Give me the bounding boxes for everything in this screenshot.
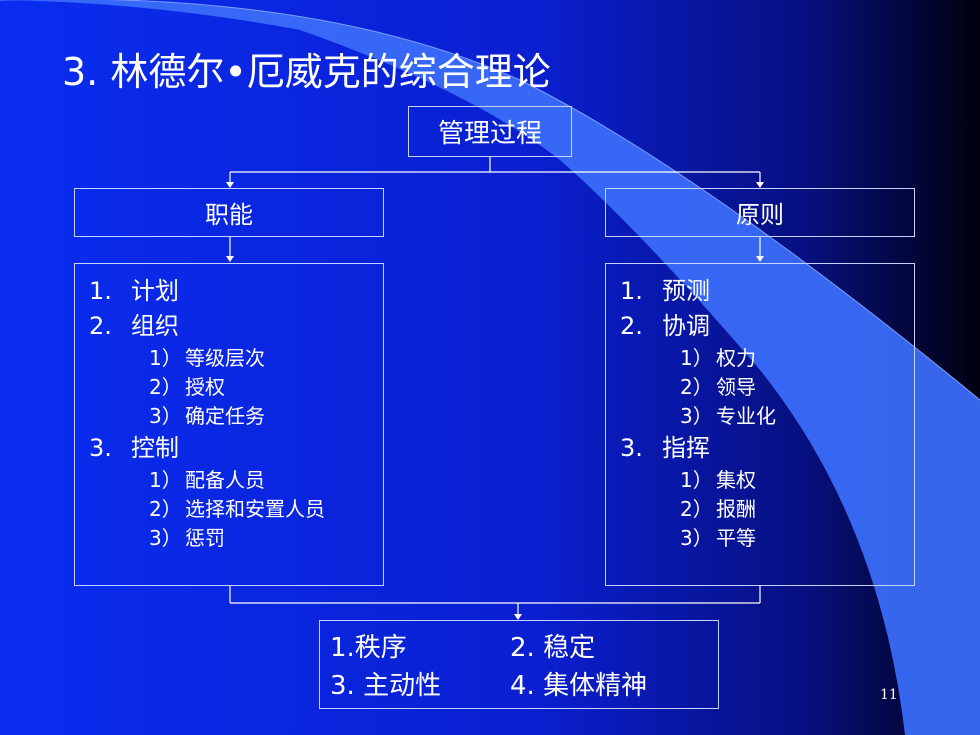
- list-item: 2.组织: [89, 312, 179, 340]
- sub-list-item: 2）领导: [680, 375, 756, 399]
- sub-list-item: 2）选择和安置人员: [149, 497, 325, 521]
- list-item: 1.预测: [620, 277, 710, 305]
- root-node-label: 管理过程: [437, 119, 542, 149]
- outcome-item: 3. 主动性: [330, 671, 442, 701]
- sub-list-item: 1）配备人员: [149, 468, 265, 492]
- sub-list-item: 3）惩罚: [149, 526, 225, 550]
- right-header-label: 原则: [736, 201, 784, 229]
- outcome-row: 1.秩序 2. 稳定: [330, 629, 718, 667]
- list-item: 1.计划: [89, 277, 179, 305]
- sub-list-item: 2）授权: [149, 375, 225, 399]
- outcome-item: 2. 稳定: [510, 633, 596, 663]
- sub-list-item: 2）报酬: [680, 497, 756, 521]
- left-header-box: 职能: [74, 188, 384, 237]
- outcome-row: 3. 主动性 4. 集体精神: [330, 667, 718, 705]
- outcome-item: 4. 集体精神: [510, 671, 648, 701]
- sub-list-item: 3）确定任务: [149, 404, 265, 428]
- root-node-box: 管理过程: [408, 106, 572, 157]
- functions-list-box: 1.计划 2.组织 1）等级层次 2）授权 3）确定任务 3.控制 1）配备人员…: [74, 263, 384, 586]
- slide-title: 3. 林德尔•厄威克的综合理论: [62, 50, 551, 94]
- left-header-label: 职能: [205, 201, 253, 229]
- principles-list-box: 1.预测 2.协调 1）权力 2）领导 3）专业化 3.指挥 1）集权 2）报酬…: [605, 263, 915, 586]
- sub-list-item: 1）权力: [680, 346, 756, 370]
- outcomes-box: 1.秩序 2. 稳定 3. 主动性 4. 集体精神: [319, 620, 719, 709]
- sub-list-item: 1）等级层次: [149, 346, 265, 370]
- list-item: 3.控制: [89, 434, 179, 462]
- sub-list-item: 1）集权: [680, 468, 756, 492]
- outcome-item: 1.秩序: [330, 633, 407, 663]
- sub-list-item: 3）平等: [680, 526, 756, 550]
- list-item: 3.指挥: [620, 434, 710, 462]
- list-item: 2.协调: [620, 312, 710, 340]
- right-header-box: 原则: [605, 188, 915, 237]
- sub-list-item: 3）专业化: [680, 404, 776, 428]
- page-number: 11: [880, 687, 898, 703]
